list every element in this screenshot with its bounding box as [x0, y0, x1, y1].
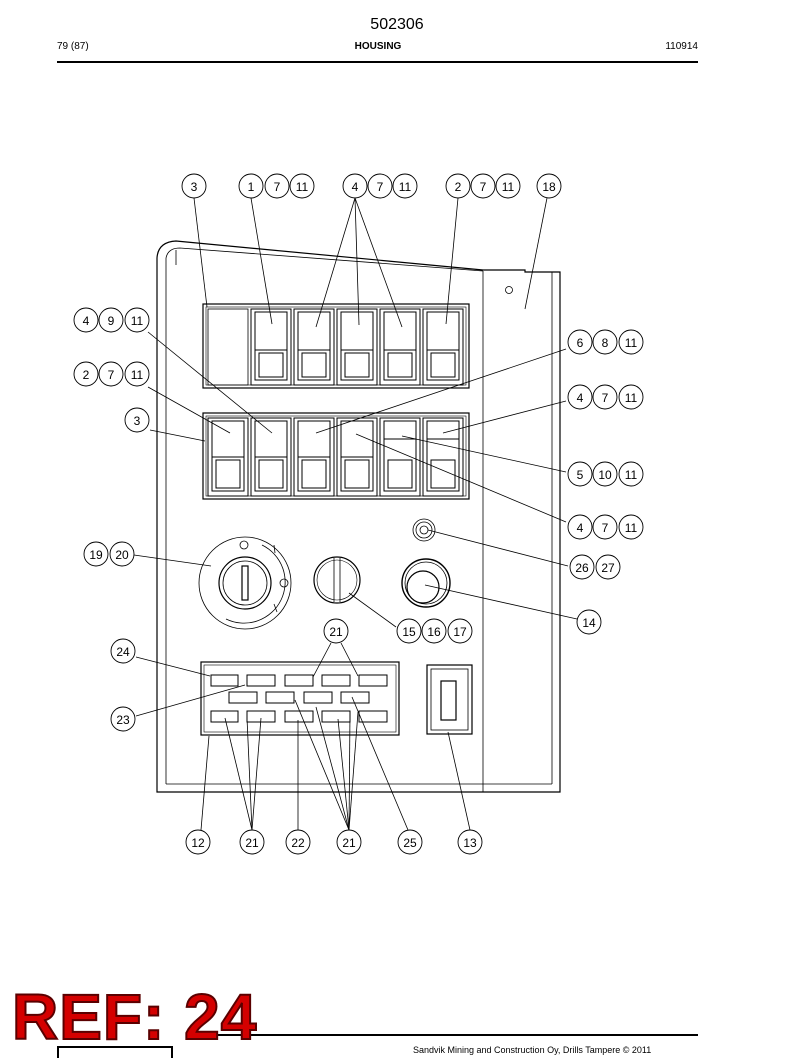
callout-number: 11	[625, 521, 638, 535]
callout-number: 7	[274, 180, 281, 194]
callout-number: 22	[291, 836, 305, 850]
page-number: 79 (87)	[57, 41, 89, 52]
callout-number: 7	[480, 180, 487, 194]
callout-number: 4	[352, 180, 359, 194]
callout-circles	[73, 173, 644, 855]
rocker-switch	[250, 417, 292, 497]
callout-number: 7	[377, 180, 384, 194]
callout-number: 21	[342, 836, 356, 850]
connector	[426, 664, 473, 735]
rocker-switch	[293, 308, 335, 386]
indicator-lamp-icon	[412, 518, 436, 542]
callout-number: 11	[502, 180, 515, 194]
callout-number: 25	[403, 836, 417, 850]
callout-number: 1	[248, 180, 255, 194]
callout-number: 11	[625, 468, 638, 482]
document-number: 502306	[370, 16, 424, 33]
callout-number: 7	[602, 391, 609, 405]
rocker-switch	[293, 417, 335, 497]
section-title: HOUSING	[354, 41, 402, 52]
callout-number: 21	[245, 836, 259, 850]
callout-number: 27	[601, 561, 615, 575]
callout-number: 6	[577, 336, 584, 350]
callout-number: 10	[598, 468, 612, 482]
document-date: 110914	[665, 41, 698, 52]
callout-number: 7	[108, 368, 115, 382]
callout-number: 3	[134, 414, 141, 428]
callout-number: 5	[577, 468, 584, 482]
push-button-icon	[401, 558, 451, 608]
callout-number: 12	[191, 836, 205, 850]
callout-number: 17	[453, 625, 467, 639]
callout-number: 13	[463, 836, 477, 850]
switch-panel-top	[202, 303, 470, 389]
callout-number: 19	[89, 548, 103, 562]
footer-copyright: Sandvik Mining and Construction Oy, Dril…	[413, 1045, 652, 1055]
key-switch-icon	[198, 536, 292, 630]
callout-number: 26	[575, 561, 589, 575]
callout-number: 4	[577, 521, 584, 535]
rocker-switch	[336, 417, 378, 497]
callout-number: 11	[131, 368, 144, 382]
header-rule	[57, 61, 698, 63]
callout-number: 14	[582, 616, 596, 630]
rotary-knob-icon	[313, 556, 361, 604]
rocker-switch	[422, 417, 464, 497]
callout-number: 21	[329, 625, 343, 639]
brand-logo	[57, 1046, 173, 1058]
callout-number: 18	[542, 180, 556, 194]
callout-number: 11	[399, 180, 412, 194]
callout-number: 11	[296, 180, 309, 194]
rocker-switch	[207, 417, 249, 497]
rocker-switch	[379, 308, 421, 386]
callout-number: 4	[577, 391, 584, 405]
footer-rule	[200, 1034, 698, 1036]
housing-outline	[156, 240, 561, 793]
switch-panel-bottom	[202, 412, 470, 500]
callout-number: 2	[455, 180, 462, 194]
fuse-panel	[200, 661, 400, 736]
leader-lines	[133, 197, 578, 831]
reference-stamp: REF: 24	[11, 981, 258, 1053]
callout-number: 24	[116, 645, 130, 659]
callout-number: 23	[116, 713, 130, 727]
rocker-switch	[422, 308, 464, 386]
callout-number: 11	[131, 314, 144, 328]
callout-number: 15	[402, 625, 416, 639]
callout-number: 20	[115, 548, 129, 562]
callout-number: 8	[602, 336, 609, 350]
callout-number: 4	[83, 314, 90, 328]
rocker-switch	[250, 308, 292, 386]
callout-number: 7	[602, 521, 609, 535]
callout-number: 3	[191, 180, 198, 194]
callout-number: 2	[83, 368, 90, 382]
rocker-switch	[379, 417, 421, 497]
callout-number: 11	[625, 336, 638, 350]
rocker-switch	[336, 308, 378, 386]
callout-number: 11	[625, 391, 638, 405]
callout-number: 16	[427, 625, 441, 639]
callout-number: 9	[108, 314, 115, 328]
